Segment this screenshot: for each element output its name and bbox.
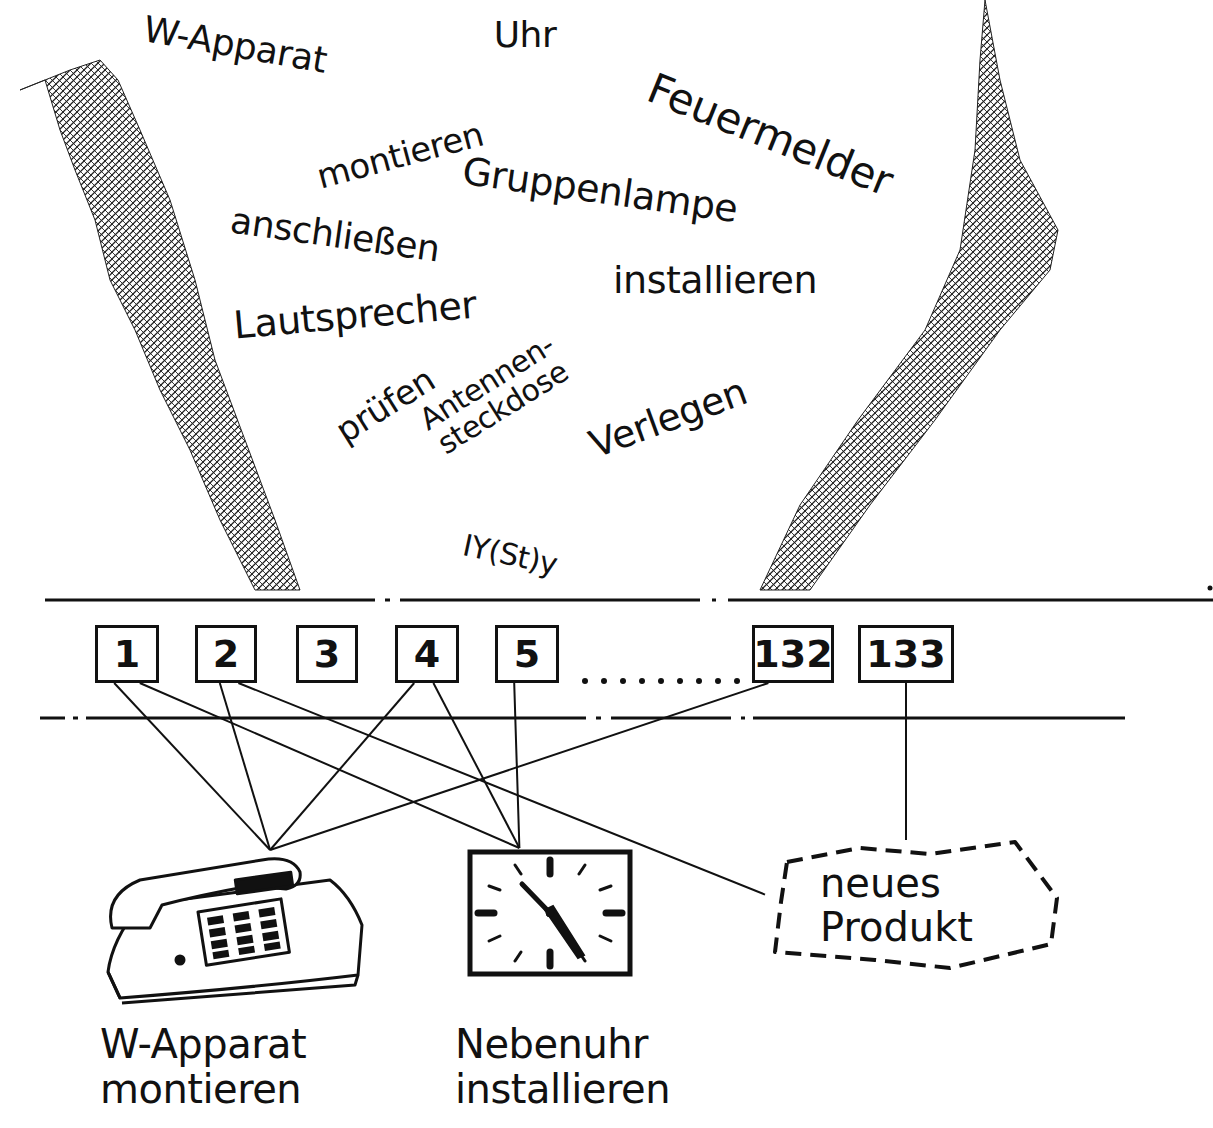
dot xyxy=(601,678,607,684)
tick xyxy=(515,865,521,874)
node-text: 133 xyxy=(866,632,945,676)
connector-line xyxy=(140,683,520,848)
floating-word: Gruppenlampe xyxy=(460,152,740,228)
clock-minute-hand xyxy=(545,906,584,958)
floating-word: Lautsprecher xyxy=(232,285,478,344)
connector-group xyxy=(114,683,906,895)
number-box: 133 xyxy=(858,625,954,683)
tick xyxy=(600,936,611,941)
clock-major-ticks xyxy=(478,860,622,966)
number-box: 3 xyxy=(296,625,358,683)
keypad-keys xyxy=(207,907,281,959)
new-product-blob: neues Produkt xyxy=(765,840,1065,970)
connector-line xyxy=(514,683,519,848)
number-box: 132 xyxy=(752,625,834,683)
node-text: W-Apparat montieren xyxy=(100,1022,370,1112)
ellipsis-dots xyxy=(582,678,740,684)
node-text: Nebenuhr installieren xyxy=(455,1022,685,1112)
tick xyxy=(515,952,521,961)
floating-word: Antennen- steckdose xyxy=(405,323,585,467)
tick xyxy=(489,886,500,890)
connector-line xyxy=(220,683,270,850)
floating-word: installieren xyxy=(613,261,817,299)
node-text: 5 xyxy=(514,632,540,676)
floating-word: Verlegen xyxy=(585,372,752,464)
telephone-edge xyxy=(108,972,358,1003)
telephone-drawing xyxy=(108,859,362,1003)
tick xyxy=(478,910,494,917)
clock-minor-ticks xyxy=(489,865,611,961)
node-text: 132 xyxy=(753,632,832,676)
dot xyxy=(1208,586,1213,591)
tick xyxy=(606,910,622,917)
connector-line xyxy=(905,683,907,840)
key xyxy=(233,911,250,921)
floating-word: W-Apparat xyxy=(141,11,330,79)
connector-line xyxy=(270,683,414,850)
tick xyxy=(547,860,554,874)
telephone-display xyxy=(235,872,292,894)
tick xyxy=(547,952,554,966)
clock-center xyxy=(546,909,554,917)
key xyxy=(235,923,252,933)
key xyxy=(212,950,229,959)
key xyxy=(209,927,226,937)
dot xyxy=(715,678,721,684)
key xyxy=(211,939,228,949)
connector-line xyxy=(270,683,768,850)
tick xyxy=(489,936,500,941)
key xyxy=(258,907,275,917)
dot xyxy=(677,678,683,684)
number-box: 4 xyxy=(395,625,459,683)
number-box: 1 xyxy=(95,625,159,683)
key xyxy=(236,935,253,945)
dot xyxy=(582,678,588,684)
key xyxy=(262,931,279,941)
telephone-product: W-Apparat montieren xyxy=(100,850,370,1112)
node-text: neues Produkt xyxy=(820,861,1010,949)
keypad-frame xyxy=(198,899,289,965)
band-line xyxy=(45,599,1213,602)
key xyxy=(238,946,255,955)
clock-drawing xyxy=(470,852,630,974)
dot xyxy=(620,678,626,684)
dashed-outline-path xyxy=(775,842,1057,968)
band-line xyxy=(40,717,1125,720)
node-text: 3 xyxy=(314,632,340,676)
dot xyxy=(696,678,702,684)
node-text: 2 xyxy=(213,632,239,676)
connector-line xyxy=(114,683,270,850)
dot xyxy=(639,678,645,684)
dot xyxy=(658,678,664,684)
number-box: 5 xyxy=(495,625,559,683)
clock-product: Nebenuhr installieren xyxy=(455,848,685,1112)
key xyxy=(264,942,281,951)
number-box: 2 xyxy=(195,625,257,683)
tick xyxy=(600,886,611,890)
telephone-button xyxy=(176,956,184,964)
dot xyxy=(734,678,740,684)
key xyxy=(207,915,224,925)
key xyxy=(260,919,277,929)
telephone-keypad xyxy=(198,899,289,965)
connector-line xyxy=(433,683,519,848)
clock-face xyxy=(470,852,630,974)
floating-word: IY(St)y xyxy=(460,530,560,579)
node-text: 1 xyxy=(114,632,140,676)
connector-line xyxy=(238,683,765,895)
floating-word: anschließen xyxy=(228,203,442,268)
tick xyxy=(579,865,585,874)
node-text: 4 xyxy=(414,632,440,676)
floating-word: Uhr xyxy=(494,17,556,53)
